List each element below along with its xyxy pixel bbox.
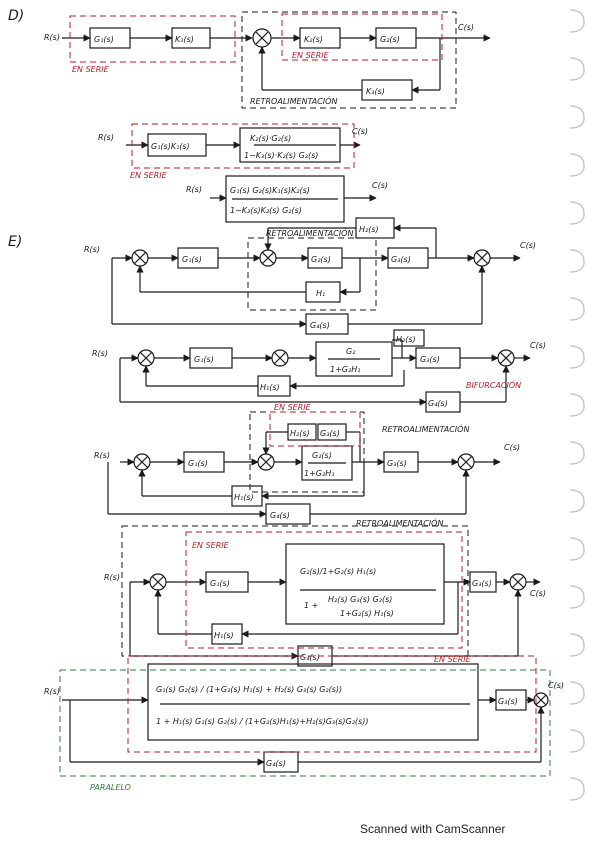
e1-retro-label: RETROALIMENTACIÓN	[266, 227, 353, 238]
e5-g3-label: G₃(s)	[498, 697, 518, 706]
e3-g4-label: G₄(s)	[270, 511, 290, 520]
e4-r-label: R(s)	[104, 573, 120, 582]
notebook-rings	[569, 9, 585, 801]
e2-g1-label: G₁(s)	[194, 355, 214, 364]
e1-g1-label: G₁(s)	[182, 255, 202, 264]
e1-g4-label: G₄(s)	[310, 321, 330, 330]
e3-h2-label: H₂(s)	[290, 429, 310, 438]
e5-paralelo: PARALELO	[90, 783, 131, 792]
d3-den: 1−K₃(s)K₂(s) G₂(s)	[230, 206, 302, 215]
d1-en-serie-1: EN SERIE	[72, 65, 110, 74]
d1-k3-label: K₃(s)	[366, 87, 385, 96]
d1-k1-label: K₁(s)	[175, 35, 194, 44]
e3-g2-den: 1+G₂H₁	[304, 469, 334, 478]
d2-frac-num: K₂(s)·G₂(s)	[250, 134, 291, 143]
e3-g3-label: G₃(s)	[387, 459, 407, 468]
e4-en-serie-2: EN SERIE	[434, 655, 472, 664]
e2-r-label: R(s)	[92, 349, 108, 358]
e2-g2-num: G₂	[346, 347, 356, 356]
e3-en-serie: EN SERIE	[274, 403, 312, 412]
e4-en-serie-1: EN SERIE	[192, 541, 230, 550]
d1-g1-label: G₁(s)	[94, 35, 114, 44]
d2-en-serie: EN SERIE	[130, 171, 168, 180]
e4-big-den-a: 1 +	[304, 601, 318, 610]
e4-g1-label: G₁(s)	[210, 579, 230, 588]
e1-c-label: C(s)	[520, 241, 536, 250]
d1-en-serie-2: EN SERIE	[292, 51, 330, 60]
d2-g1k1-label: G₁(s)K₁(s)	[151, 142, 190, 151]
d3-c-label: C(s)	[372, 181, 388, 190]
e1-g3-label: G₃(s)	[391, 255, 411, 264]
d3-r-label: R(s)	[186, 185, 202, 194]
scanner-watermark: Scanned with CamScanner	[360, 822, 506, 836]
e5-final-den: 1 + H₁(s) G₁(s) G₂(s) / (1+G₂(s)H₁(s)+H₂…	[156, 717, 368, 726]
e3-g3-top-label: G₃(s)	[320, 429, 340, 438]
e5-final-num: G₁(s) G₂(s) / (1+G₂(s) H₁(s) + H₂(s) G₃(…	[156, 685, 342, 694]
e4-c-label: C(s)	[530, 589, 546, 598]
e2-g3-label: G₃(s)	[420, 355, 440, 364]
e4-g4-label: G₄(s)	[300, 653, 320, 662]
e1-r-label: R(s)	[84, 245, 100, 254]
d3-num: G₁(s) G₂(s)K₁(s)K₂(s)	[230, 186, 310, 195]
d2-frac-den: 1−K₃(s)·K₂(s) G₂(s)	[244, 151, 318, 160]
d1-retro-label: RETROALIMENTACIÓN	[250, 95, 337, 106]
d1-k2-label: K₂(s)	[304, 35, 323, 44]
e1-h1-label: H₁	[316, 289, 325, 298]
e3-g2-num: G₂(s)	[312, 451, 332, 460]
e3-retro-label-1: RETROALIMENTACIÓN	[382, 423, 469, 434]
d1-c-label: C(s)	[458, 23, 474, 32]
e5-c-label: C(s)	[548, 681, 564, 690]
d2-c-label: C(s)	[352, 127, 368, 136]
e4-big-num: G₂(s)/1+G₂(s) H₁(s)	[300, 567, 376, 576]
section-d-label: D)	[8, 8, 24, 24]
e1-h2-label: H₂(s)	[359, 225, 379, 234]
d2-r-label: R(s)	[98, 133, 114, 142]
e2-g4-label: G₄(s)	[428, 399, 448, 408]
e4-h1-label: H₁(s)	[214, 631, 234, 640]
e3-r-label: R(s)	[94, 451, 110, 460]
e4-big-den-b: H₂(s) G₃(s) G₂(s)	[328, 595, 392, 604]
e1-g2-label: G₂(s)	[311, 255, 331, 264]
e2-g2-den: 1+G₂H₁	[330, 365, 360, 374]
e3-c-label: C(s)	[504, 443, 520, 452]
e3-retro-label-2: RETROALIMENTACIÓN	[356, 517, 443, 528]
d1-g2-label: G₂(s)	[380, 35, 400, 44]
e3-h1-label: H₁(s)	[234, 493, 254, 502]
e5-g4-label: G₄(s)	[266, 759, 286, 768]
e4-g3-label: G₃(s)	[472, 579, 492, 588]
d1-r-label: R(s)	[44, 33, 60, 42]
e4-big-den-c: 1+G₂(s) H₁(s)	[340, 609, 394, 618]
e2-bifurcacion: BIFURCACIÓN	[466, 379, 521, 390]
e2-h1-label: H₁(s)	[260, 383, 280, 392]
e2-h2-label: H₂(s)	[396, 335, 416, 344]
e2-c-label: C(s)	[530, 341, 546, 350]
section-e-label: E)	[8, 234, 22, 250]
e3-g1-label: G₁(s)	[188, 459, 208, 468]
e5-r-label: R(s)	[44, 687, 60, 696]
